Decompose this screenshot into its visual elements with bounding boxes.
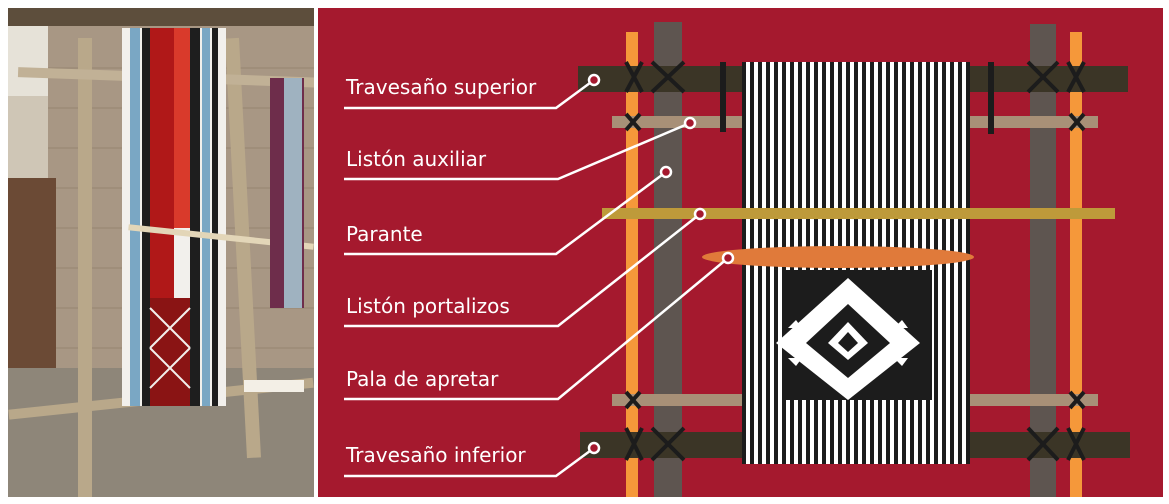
warp-thread [962, 62, 966, 464]
loom-diagram: Travesaño superior Listón auxiliar Paran… [318, 8, 1163, 497]
lashings [624, 60, 1086, 462]
tie-left [720, 62, 726, 132]
leader-dots [587, 73, 735, 455]
label-top-crossbar: Travesaño superior [345, 75, 537, 99]
label-post: Parante [346, 222, 423, 246]
heddle-bar [602, 208, 1115, 219]
leader-lines [344, 78, 729, 478]
post-left [654, 22, 682, 497]
warp-thread [954, 62, 958, 464]
woven-panel [776, 270, 932, 400]
label-aux-bar: Listón auxiliar [346, 147, 487, 171]
diamond-core [838, 332, 858, 352]
label-beater: Pala de apretar [346, 367, 499, 391]
post-right [1030, 24, 1056, 497]
tie-right [988, 62, 994, 134]
loom-photo [8, 8, 314, 497]
beater [702, 246, 974, 268]
label-bottom-crossbar: Travesaño inferior [345, 443, 526, 467]
label-heddle-bar: Listón portalizos [346, 294, 510, 318]
orange-post-right [1070, 32, 1082, 497]
